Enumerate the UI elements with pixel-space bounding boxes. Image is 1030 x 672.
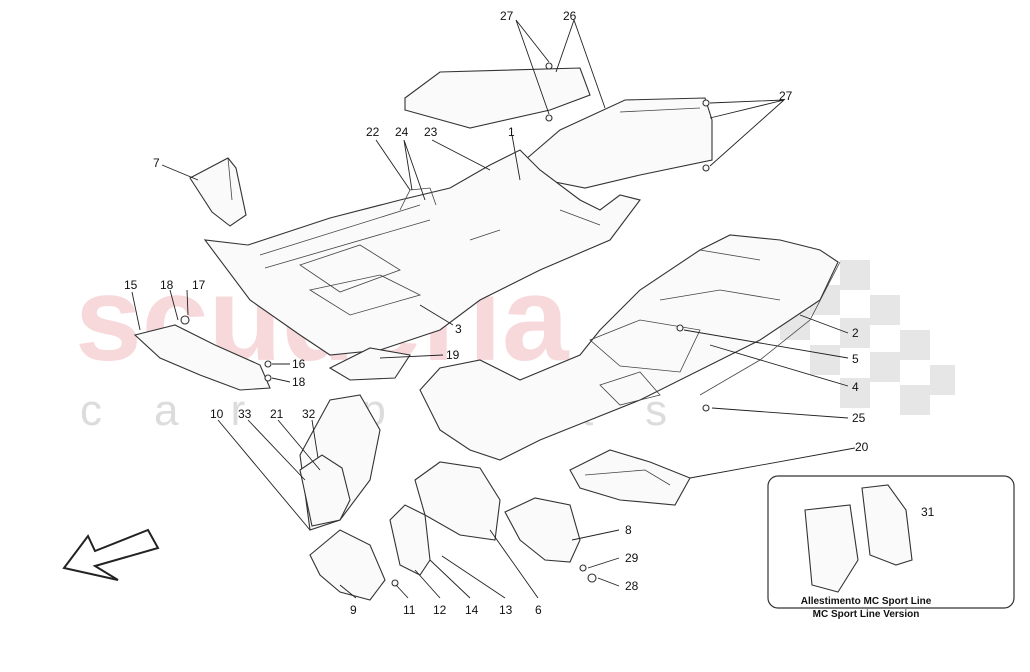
callout-19: 19 [446, 348, 460, 362]
callout-16: 16 [292, 357, 306, 371]
callout-2: 2 [852, 326, 859, 340]
fasteners [180, 62, 710, 587]
part-26-mats [404, 67, 713, 189]
callout-32: 32 [302, 407, 316, 421]
part-10-21-32-33-panels [299, 394, 381, 531]
part-2-rear-carpet [419, 234, 841, 461]
callout-24: 24 [395, 125, 409, 139]
callout-18b: 18 [292, 375, 306, 389]
callout-33: 33 [238, 407, 252, 421]
callout-26: 26 [563, 9, 577, 23]
callout-15: 15 [124, 278, 138, 292]
part-9-bracket [309, 529, 386, 601]
part-15-panel [133, 324, 271, 391]
callout-numbers: 27 26 27 1 22 24 23 7 15 18 17 16 18 3 1… [124, 9, 935, 617]
callout-12: 12 [433, 603, 447, 617]
part-12-bracket [389, 504, 431, 576]
direction-arrow-icon [62, 528, 160, 581]
inset-sport-line: Allestimento MC Sport Line MC Sport Line… [767, 475, 1015, 620]
callout-7: 7 [153, 156, 160, 170]
callout-3: 3 [455, 322, 462, 336]
part-20-tray [569, 449, 691, 506]
callout-5: 5 [852, 352, 859, 366]
callout-21: 21 [270, 407, 284, 421]
part-8-panel [504, 497, 581, 563]
callout-22: 22 [366, 125, 380, 139]
inset-caption-line1: Allestimento MC Sport Line [801, 596, 932, 607]
part-19-panel [328, 347, 411, 381]
callout-10: 10 [210, 407, 224, 421]
callout-13: 13 [499, 603, 513, 617]
leader-lines [131, 19, 919, 599]
callout-20: 20 [855, 440, 869, 454]
callout-27a: 27 [500, 9, 514, 23]
callout-23: 23 [424, 125, 438, 139]
callout-25: 25 [852, 411, 866, 425]
callout-9: 9 [350, 603, 357, 617]
part-7-cover [189, 157, 247, 227]
callout-4: 4 [852, 380, 859, 394]
callout-17: 17 [192, 278, 206, 292]
callout-14: 14 [465, 603, 479, 617]
callout-29: 29 [625, 551, 639, 565]
callout-27b: 27 [779, 89, 793, 103]
callout-18a: 18 [160, 278, 174, 292]
callout-28: 28 [625, 579, 639, 593]
callout-11: 11 [403, 603, 416, 617]
callout-1: 1 [508, 125, 515, 139]
inset-caption-line2: MC Sport Line Version [813, 609, 920, 620]
callout-6: 6 [535, 603, 542, 617]
part-1-floor-carpet [203, 149, 641, 356]
callout-8: 8 [625, 523, 632, 537]
part-6-panel [414, 461, 501, 541]
callout-31: 31 [921, 505, 935, 519]
